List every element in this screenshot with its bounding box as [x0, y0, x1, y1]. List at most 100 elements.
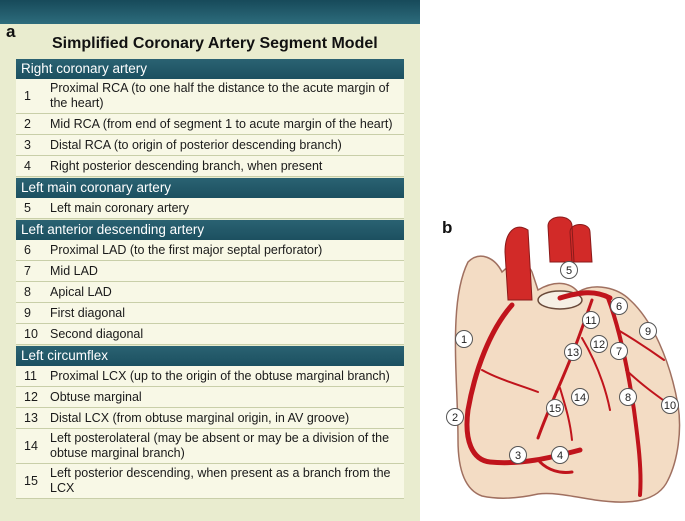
segment-description: Obtuse marginal	[50, 389, 142, 404]
segment-label-circle	[446, 408, 464, 426]
segment-description: Second diagonal	[50, 326, 144, 341]
table-row: 9 First diagonal	[16, 303, 404, 324]
segment-label-text: 3	[515, 450, 521, 462]
segment-label-text: 10	[664, 400, 676, 412]
rca-main-artery	[464, 302, 583, 466]
segment-number: 2	[24, 116, 31, 131]
segment-description: Proximal LCX (up to the origin of the ob…	[50, 368, 390, 383]
table-row: 15 Left posterior descending, when presen…	[16, 464, 404, 499]
table-row: 4 Right posterior descending branch, when…	[16, 156, 404, 177]
panel-b-letter: b	[442, 218, 453, 237]
obtuse-marginal-artery	[581, 337, 611, 411]
decorative-top-band	[0, 0, 420, 24]
segment-label-circle	[571, 388, 589, 406]
great-vessels-shape	[547, 216, 593, 263]
section-header: Left main coronary artery	[16, 178, 404, 198]
section-header: Left anterior descending artery	[16, 220, 404, 240]
segment-description: Mid LAD	[50, 263, 98, 278]
segment-label-circle	[560, 261, 578, 279]
segment-table-panel: a Simplified Coronary Artery Segment Mod…	[0, 0, 420, 521]
segment-label-circle	[661, 396, 679, 414]
segment-label-2: 2	[446, 408, 464, 426]
segment-description: Left main coronary artery	[50, 200, 189, 215]
segment-label-9: 9	[639, 322, 657, 340]
segment-label-circle	[639, 322, 657, 340]
table-row: 12 Obtuse marginal	[16, 387, 404, 408]
table-row: 10 Second diagonal	[16, 324, 404, 345]
left-main-artery	[557, 290, 613, 301]
segment-number: 14	[24, 438, 38, 453]
panel-a-letter: a	[6, 22, 16, 41]
table-row: 2 Mid RCA (from end of segment 1 to acute…	[16, 114, 404, 135]
segment-description: Distal RCA (to origin of posterior desce…	[50, 137, 342, 152]
segment-label-13: 13	[564, 343, 582, 361]
segment-label-text: 2	[452, 412, 458, 424]
segment-number: 3	[24, 137, 31, 152]
segment-label-text: 13	[567, 347, 579, 359]
section-header: Left circumflex	[16, 346, 404, 366]
diagonal-1-artery	[617, 329, 665, 361]
table-row: 3 Distal RCA (to origin of posterior desc…	[16, 135, 404, 156]
segment-label-text: 15	[549, 403, 561, 415]
segment-label-10: 10	[661, 396, 679, 414]
segment-label-text: 12	[593, 339, 605, 351]
aorta-shape	[504, 226, 533, 301]
segment-number: 6	[24, 242, 31, 257]
segment-description: Mid RCA (from end of segment 1 to acute …	[50, 116, 393, 131]
posterolateral-artery	[559, 387, 573, 441]
segment-description: Right posterior descending branch, when …	[50, 158, 323, 173]
segment-number: 13	[24, 410, 38, 425]
segment-label-circle	[455, 330, 473, 348]
segment-number: 9	[24, 305, 31, 320]
segment-label-12: 12	[590, 335, 608, 353]
segment-label-circle	[509, 446, 527, 464]
table-row: 7 Mid LAD	[16, 261, 404, 282]
segment-label-5: 5	[560, 261, 578, 279]
segment-label-text: 4	[557, 450, 563, 462]
segment-label-15: 15	[546, 399, 564, 417]
segment-label-text: 6	[616, 301, 622, 313]
segment-label-circle	[610, 297, 628, 315]
segment-number: 11	[24, 368, 37, 383]
segment-label-1: 1	[455, 330, 473, 348]
segment-number: 5	[24, 200, 31, 215]
table-row: 11 Proximal LCX (up to the origin of the …	[16, 366, 404, 387]
segment-label-circle	[610, 342, 628, 360]
segment-label-7: 7	[610, 342, 628, 360]
segment-description: Left posterolateral (may be absent or ma…	[50, 431, 390, 460]
segment-label-3: 3	[509, 446, 527, 464]
segment-number: 10	[24, 326, 38, 341]
segment-label-text: 11	[585, 315, 596, 327]
segment-label-circle	[619, 388, 637, 406]
segment-label-text: 9	[645, 326, 651, 338]
segment-label-14: 14	[571, 388, 589, 406]
segment-number: 4	[24, 158, 31, 173]
segment-label-text: 14	[574, 392, 586, 404]
segment-description: First diagonal	[50, 305, 126, 320]
rca-branch-artery	[481, 369, 539, 393]
segment-number: 7	[24, 263, 31, 278]
table-title: Simplified Coronary Artery Segment Model	[52, 35, 378, 52]
table-row: 14 Left posterolateral (may be absent or …	[16, 429, 404, 464]
segment-label-11: 11	[582, 311, 600, 329]
section-header: Right coronary artery	[16, 59, 404, 79]
segment-label-6: 6	[610, 297, 628, 315]
segment-number: 1	[24, 88, 31, 103]
segment-description: Apical LAD	[50, 284, 112, 299]
heart-outline	[454, 255, 681, 503]
segment-number: 15	[24, 473, 38, 488]
table-row: 5 Left main coronary artery	[16, 198, 404, 219]
segment-description: Left posterior descending, when present …	[50, 466, 391, 495]
segment-label-circle	[590, 335, 608, 353]
segment-label-circle	[546, 399, 564, 417]
segment-number: 12	[24, 389, 38, 404]
segment-label-4: 4	[551, 446, 569, 464]
lad-artery	[606, 296, 643, 497]
